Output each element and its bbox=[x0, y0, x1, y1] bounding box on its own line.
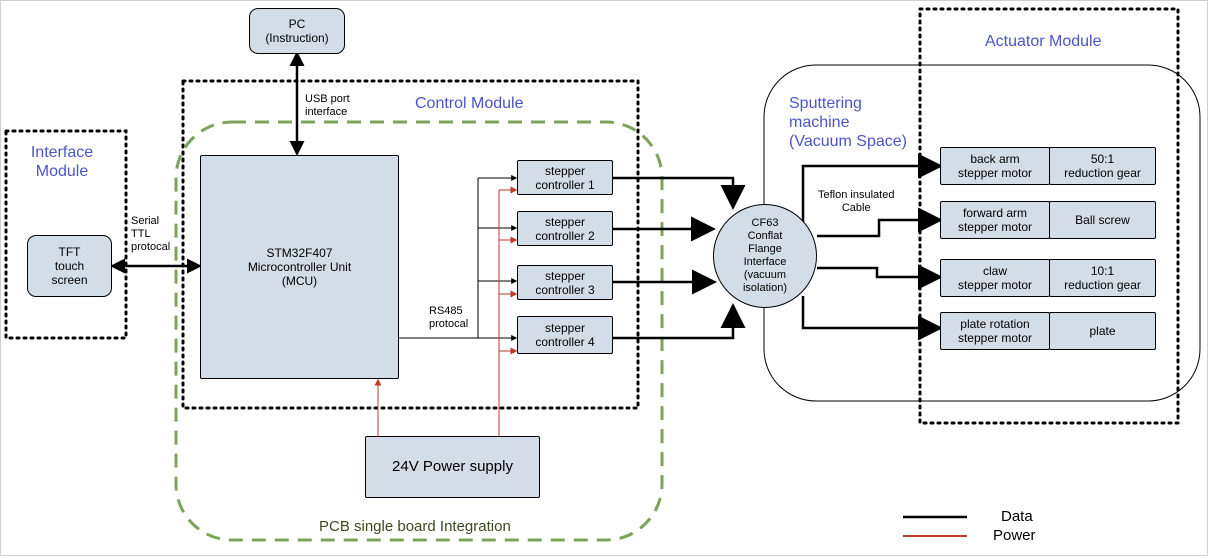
interface-module-title: Interface Module bbox=[30, 144, 94, 180]
control-module-outline bbox=[181, 79, 640, 410]
data-line-c1 bbox=[613, 176, 746, 210]
pc-block: PC (Instruction) bbox=[249, 8, 345, 54]
transmission-back-arm: 50:1 reduction gear bbox=[1049, 147, 1156, 185]
motor-forward-arm: forward arm stepper motor bbox=[940, 201, 1050, 239]
motor-back-arm: back arm stepper motor bbox=[940, 147, 1050, 185]
cable-forward-arm bbox=[817, 207, 943, 238]
tft-screen-block: TFT touch screen bbox=[27, 235, 112, 297]
data-line-c4 bbox=[613, 303, 746, 340]
cable-back-arm bbox=[801, 153, 943, 228]
control-module-title: Control Module bbox=[415, 95, 524, 112]
legend-power-label: Power bbox=[993, 527, 1036, 544]
serial-label: Serial TTL protocal bbox=[131, 215, 171, 253]
motor-plate-rotation: plate rotation stepper motor bbox=[940, 312, 1050, 350]
legend-data-label: Data bbox=[1001, 508, 1033, 525]
sputtering-machine-title: Sputtering machine (Vacuum Space) bbox=[789, 95, 907, 150]
transmission-forward-arm: Ball screw bbox=[1049, 201, 1156, 239]
actuator-module-title: Actuator Module bbox=[985, 33, 1102, 50]
teflon-cable-label: Teflon insulated Cable bbox=[818, 189, 895, 214]
transmission-plate: plate bbox=[1049, 312, 1156, 350]
cable-claw bbox=[817, 264, 943, 290]
stepper-controller-4: stepper controller 4 bbox=[517, 316, 613, 354]
stepper-controller-1: stepper controller 1 bbox=[517, 160, 613, 195]
motor-claw: claw stepper motor bbox=[940, 259, 1050, 297]
pcb-title: PCB single board Integration bbox=[319, 518, 511, 535]
stepper-controller-3: stepper controller 3 bbox=[517, 265, 613, 300]
usb-label: USB port interface bbox=[305, 93, 350, 118]
interface-module-outline bbox=[4, 129, 128, 340]
transmission-claw: 10:1 reduction gear bbox=[1049, 259, 1156, 297]
cf63-flange-block: CF63 Conflat Flange Interface (vacuum is… bbox=[713, 204, 817, 308]
cable-plate bbox=[801, 296, 943, 341]
pcb-outline bbox=[174, 120, 664, 542]
power-supply-block: 24V Power supply bbox=[365, 436, 540, 498]
mcu-block: STM32F407 Microcontroller Unit (MCU) bbox=[200, 155, 399, 379]
stepper-controller-2: stepper controller 2 bbox=[517, 211, 613, 246]
rs485-label: RS485 protocal bbox=[429, 305, 469, 330]
